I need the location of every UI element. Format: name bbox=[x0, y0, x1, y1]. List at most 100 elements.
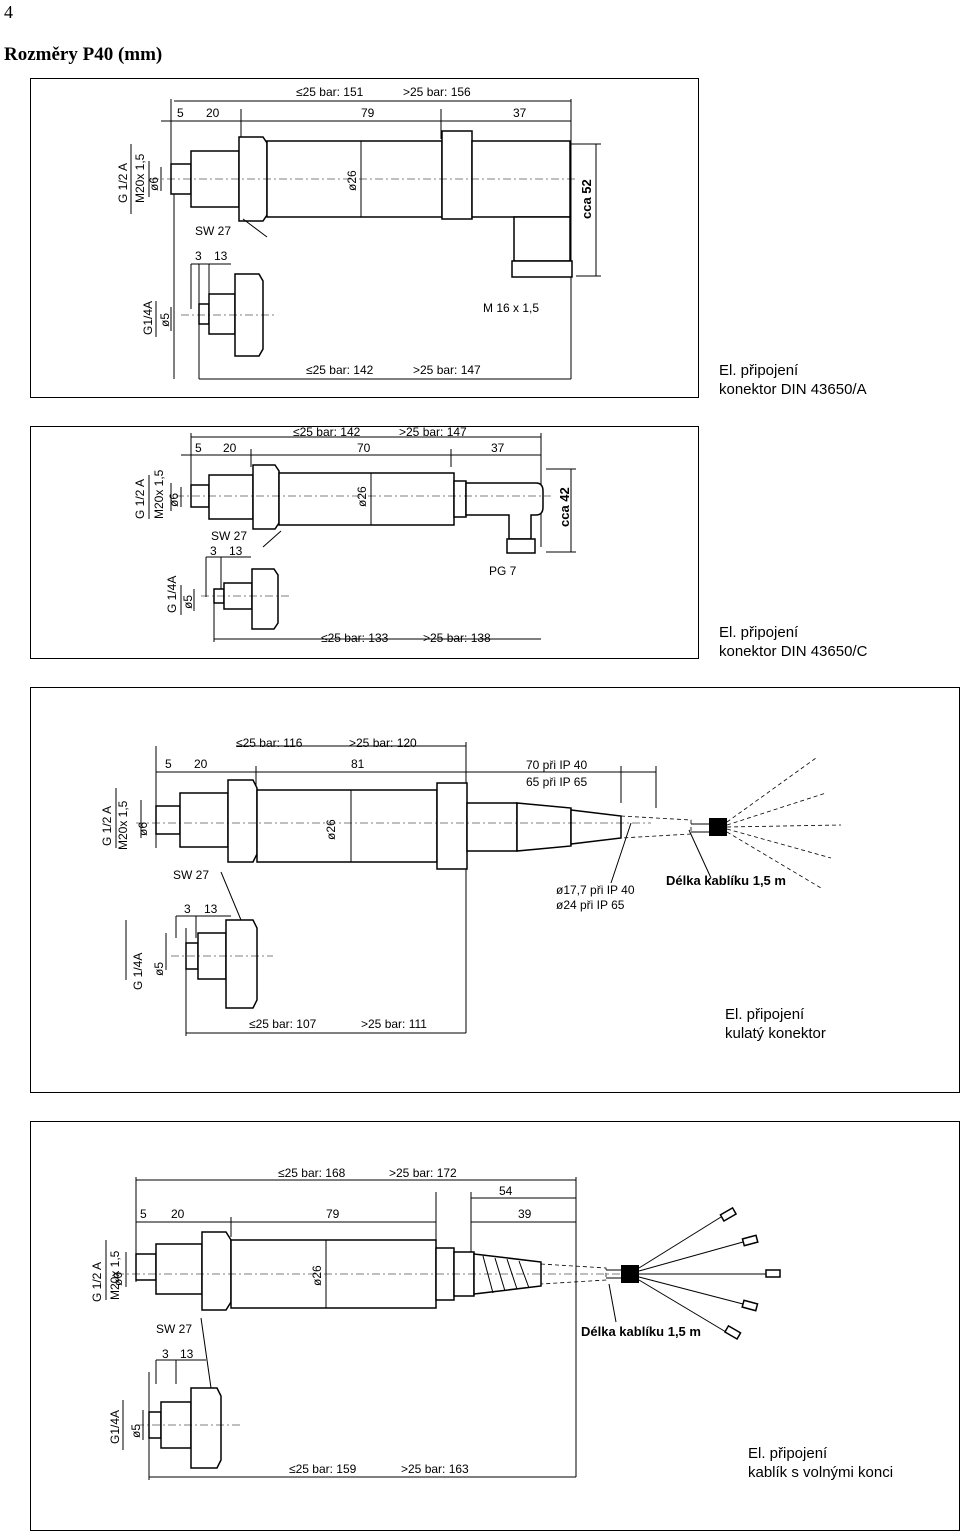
dim-top-le25: ≤25 bar: 151 bbox=[296, 85, 364, 99]
dim-sw: SW 27 bbox=[211, 529, 247, 543]
dim-d26: ø26 bbox=[345, 170, 359, 191]
dim-thread-2: M20x 1,5 bbox=[152, 469, 166, 519]
dim-20: 20 bbox=[171, 1207, 185, 1221]
dim-ip40-length: 70 při IP 40 bbox=[526, 758, 587, 772]
dim-3: 3 bbox=[195, 249, 202, 263]
dim-bot-le25: ≤25 bar: 133 bbox=[321, 631, 389, 645]
dim-g14: G 1/4A bbox=[165, 576, 179, 613]
dim-bot-gt25: >25 bar: 138 bbox=[423, 631, 491, 645]
dim-top-le25: ≤25 bar: 142 bbox=[293, 427, 361, 439]
dim-d26: ø26 bbox=[355, 486, 369, 507]
dim-ip65-length: 65 při IP 65 bbox=[526, 775, 587, 789]
dim-g14: G 1/4A bbox=[131, 953, 145, 990]
dim-top-le25: ≤25 bar: 116 bbox=[236, 736, 303, 750]
dim-bot-le25: ≤25 bar: 159 bbox=[289, 1462, 357, 1476]
dim-d26: ø26 bbox=[324, 819, 338, 840]
dim-bot-le25: ≤25 bar: 107 bbox=[249, 1017, 317, 1031]
dim-top-gt25: >25 bar: 147 bbox=[399, 427, 467, 439]
dim-20: 20 bbox=[206, 106, 220, 120]
dim-13: 13 bbox=[180, 1347, 194, 1361]
dim-d6: ø6 bbox=[111, 1272, 125, 1286]
dim-cca: cca 52 bbox=[579, 179, 594, 219]
technical-drawing-din-a: ≤25 bar: 151 >25 bar: 156 5 20 79 37 G 1… bbox=[116, 85, 601, 380]
dim-body: 79 bbox=[361, 106, 375, 120]
dim-20: 20 bbox=[194, 757, 208, 771]
dim-dia-ip65: ø24 při IP 65 bbox=[556, 898, 625, 912]
dim-sw: SW 27 bbox=[195, 224, 231, 238]
dim-cca: cca 42 bbox=[557, 487, 572, 527]
caption-line-2: konektor DIN 43650/A bbox=[719, 381, 867, 398]
caption-free-wires: El. připojení kablík s volnými konci bbox=[748, 1444, 893, 1482]
dim-d5b: ø5 bbox=[181, 595, 195, 609]
dim-5: 5 bbox=[140, 1207, 147, 1221]
dim-sw: SW 27 bbox=[173, 868, 209, 882]
dim-13: 13 bbox=[214, 249, 228, 263]
caption-line-2: konektor DIN 43650/C bbox=[719, 643, 868, 660]
dim-3: 3 bbox=[184, 902, 191, 916]
caption-round-connector: El. připojení kulatý konektor bbox=[725, 1005, 826, 1043]
dim-top-gt25: >25 bar: 120 bbox=[349, 736, 417, 750]
caption-line-1: El. připojení bbox=[719, 624, 799, 641]
dim-d6: ø6 bbox=[147, 177, 161, 191]
dim-thread-2: M20x 1,5 bbox=[116, 800, 130, 850]
caption-din-a: El. připojení konektor DIN 43650/A bbox=[719, 361, 867, 399]
dim-cable-thread: PG 7 bbox=[489, 564, 517, 578]
dim-d5b: ø5 bbox=[129, 1424, 143, 1438]
dim-cable-length: Délka kablíku 1,5 m bbox=[666, 873, 786, 888]
dim-39: 39 bbox=[518, 1207, 532, 1221]
dim-top-le25: ≤25 bar: 168 bbox=[278, 1166, 346, 1180]
dim-13: 13 bbox=[204, 902, 218, 916]
dim-thread-1: G 1/2 A bbox=[100, 806, 114, 846]
dim-thread-1: G 1/2 A bbox=[90, 1262, 104, 1302]
dim-g14: G1/4A bbox=[141, 301, 155, 335]
dim-d26: ø26 bbox=[310, 1265, 324, 1286]
dim-g14: G1/4A bbox=[108, 1410, 122, 1444]
dim-body: 81 bbox=[351, 757, 365, 771]
drawing-panel-round-connector: El. připojení kulatý konektor bbox=[30, 687, 960, 1093]
dim-5: 5 bbox=[177, 106, 184, 120]
dim-3: 3 bbox=[210, 544, 217, 558]
caption-line-1: El. připojení bbox=[719, 362, 799, 379]
dim-top-gt25: >25 bar: 172 bbox=[389, 1166, 457, 1180]
dim-5: 5 bbox=[165, 757, 172, 771]
caption-din-c: El. připojení konektor DIN 43650/C bbox=[719, 623, 867, 661]
dim-bot-gt25: >25 bar: 163 bbox=[401, 1462, 469, 1476]
technical-drawing-round-connector: ≤25 bar: 116 >25 bar: 120 5 20 81 70 při… bbox=[100, 736, 842, 1036]
caption-line-1: El. připojení bbox=[725, 1006, 805, 1023]
dim-3: 3 bbox=[162, 1347, 169, 1361]
dim-sw: SW 27 bbox=[156, 1322, 192, 1336]
dim-20: 20 bbox=[223, 441, 237, 455]
dim-54: 54 bbox=[499, 1184, 513, 1198]
dim-connector: 37 bbox=[491, 441, 505, 455]
dim-top-gt25: >25 bar: 156 bbox=[403, 85, 471, 99]
drawing-panel-din-a: ≤25 bar: 151 >25 bar: 156 5 20 79 37 G 1… bbox=[30, 78, 699, 398]
technical-drawing-free-wires: ≤25 bar: 168 >25 bar: 172 54 5 20 79 39 … bbox=[90, 1166, 781, 1480]
page-number: 4 bbox=[4, 2, 13, 22]
dim-bot-gt25: >25 bar: 147 bbox=[413, 363, 481, 377]
dim-cable-length: Délka kablíku 1,5 m bbox=[581, 1324, 701, 1339]
dim-body: 70 bbox=[357, 441, 371, 455]
caption-line-2: kulatý konektor bbox=[725, 1025, 826, 1042]
dim-thread-2: M20x 1,5 bbox=[133, 153, 147, 203]
caption-line-2: kablík s volnými konci bbox=[748, 1464, 894, 1481]
dim-d5b: ø5 bbox=[152, 962, 166, 976]
dim-dia-ip40: ø17,7 při IP 40 bbox=[556, 883, 635, 897]
page-title: Rozměry P40 (mm) bbox=[4, 44, 163, 65]
technical-drawing-din-c: ≤25 bar: 142 >25 bar: 147 5 20 70 37 G 1… bbox=[133, 427, 576, 645]
dim-d5b: ø5 bbox=[158, 313, 172, 327]
dim-thread-1: G 1/2 A bbox=[116, 163, 130, 203]
dim-bot-gt25: >25 bar: 111 bbox=[361, 1017, 427, 1031]
caption-line-1: El. připojení bbox=[748, 1445, 828, 1462]
dim-13: 13 bbox=[229, 544, 243, 558]
dim-connector: 37 bbox=[513, 106, 527, 120]
dim-thread-1: G 1/2 A bbox=[133, 479, 147, 519]
dim-5: 5 bbox=[195, 441, 202, 455]
drawing-panel-free-wires: El. připojení kablík s volnými konci bbox=[30, 1121, 960, 1531]
dim-thread-2: M20x 1,5 bbox=[108, 1250, 122, 1300]
dim-cable-thread: M 16 x 1,5 bbox=[483, 301, 539, 315]
dim-d6: ø6 bbox=[167, 493, 181, 507]
drawing-panel-din-c: ≤25 bar: 142 >25 bar: 147 5 20 70 37 G 1… bbox=[30, 426, 699, 659]
dim-d6: ø6 bbox=[136, 822, 150, 836]
dim-bot-le25: ≤25 bar: 142 bbox=[306, 363, 374, 377]
dim-body: 79 bbox=[326, 1207, 340, 1221]
